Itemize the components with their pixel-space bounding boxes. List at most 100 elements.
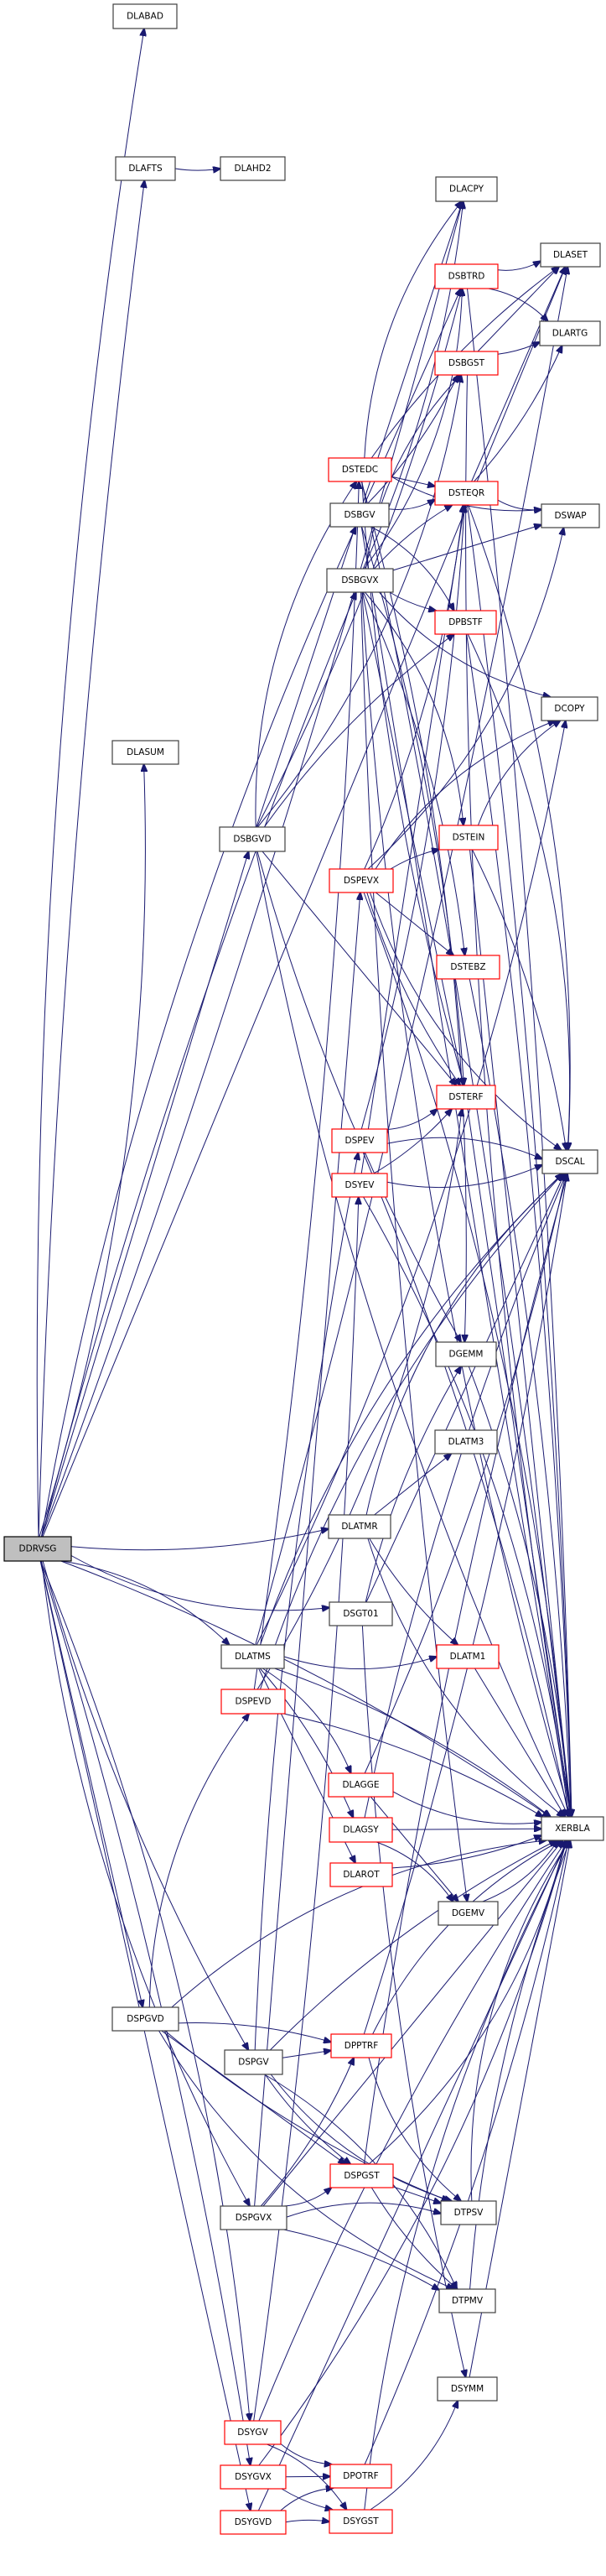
node-box-dsyev[interactable] xyxy=(331,1173,388,1198)
node-box-dgemm[interactable] xyxy=(435,1341,497,1367)
node-dswap[interactable]: DSWAP xyxy=(541,503,600,528)
node-xerbla[interactable]: XERBLA xyxy=(541,1816,604,1841)
node-dlarot[interactable]: DLAROT xyxy=(329,1862,393,1887)
node-box-dspgvx[interactable] xyxy=(220,2205,287,2230)
node-box-dlabad[interactable] xyxy=(112,3,178,29)
node-box-dspgst[interactable] xyxy=(329,2163,394,2188)
node-box-dlasum[interactable] xyxy=(111,740,179,765)
node-box-dscal[interactable] xyxy=(541,1149,598,1174)
node-dlagge[interactable]: DLAGGE xyxy=(328,1772,394,1798)
node-box-dlatmr[interactable] xyxy=(328,1514,391,1539)
node-box-dsteqr[interactable] xyxy=(434,481,499,506)
node-dsterf[interactable]: DSTERF xyxy=(436,1085,496,1110)
node-box-dlagge[interactable] xyxy=(328,1772,394,1798)
node-dspgvx[interactable]: DSPGVX xyxy=(220,2205,287,2230)
node-box-dstedc[interactable] xyxy=(328,457,392,482)
node-box-dlacpy[interactable] xyxy=(435,176,498,202)
node-dlabad[interactable]: DLABAD xyxy=(112,3,178,29)
node-dlasum[interactable]: DLASUM xyxy=(111,740,179,765)
node-box-dspevd[interactable] xyxy=(220,1689,286,1715)
node-box-dsygst[interactable] xyxy=(329,2509,393,2534)
node-box-dlatm3[interactable] xyxy=(434,1429,498,1455)
node-dsbgv[interactable]: DSBGV xyxy=(329,502,390,528)
node-box-dsygv[interactable] xyxy=(224,2420,282,2445)
node-box-dspevx[interactable] xyxy=(329,868,394,893)
node-box-dsygvd[interactable] xyxy=(220,2510,287,2535)
node-dsymm[interactable]: DSYMM xyxy=(437,2376,498,2402)
node-box-dlafts[interactable] xyxy=(115,156,176,181)
node-box-dlagsy[interactable] xyxy=(329,1817,393,1843)
node-ddrvsg[interactable]: DDRVSG xyxy=(3,1536,72,1562)
node-dsygvd[interactable]: DSYGVD xyxy=(220,2510,287,2535)
node-box-dspgvd[interactable] xyxy=(111,2006,179,2032)
node-dsbgvd[interactable]: DSBGVD xyxy=(219,826,286,852)
node-dlagsy[interactable]: DLAGSY xyxy=(329,1817,393,1843)
node-dsygst[interactable]: DSYGST xyxy=(329,2509,393,2534)
node-box-dsbgst[interactable] xyxy=(434,351,499,376)
node-dspev[interactable]: DSPEV xyxy=(331,1128,388,1153)
node-box-dsterf[interactable] xyxy=(436,1085,496,1110)
node-dsygvx[interactable]: DSYGVX xyxy=(220,2464,287,2490)
node-box-dlatm1[interactable] xyxy=(436,1644,500,1669)
node-box-dspev[interactable] xyxy=(331,1128,388,1153)
node-dlatmr[interactable]: DLATMR xyxy=(328,1514,391,1539)
node-box-dsygvx[interactable] xyxy=(220,2464,287,2490)
node-box-dsbtrd[interactable] xyxy=(434,263,499,289)
node-dstedc[interactable]: DSTEDC xyxy=(328,457,392,482)
node-dlatm3[interactable]: DLATM3 xyxy=(434,1429,498,1455)
node-dspgv[interactable]: DSPGV xyxy=(224,2049,283,2075)
node-dpbstf[interactable]: DPBSTF xyxy=(434,610,497,635)
node-dlacpy[interactable]: DLACPY xyxy=(435,176,498,202)
node-dgemv[interactable]: DGEMV xyxy=(438,1901,499,1926)
node-dstebz[interactable]: DSTEBZ xyxy=(436,955,500,980)
node-box-dswap[interactable] xyxy=(541,503,600,528)
node-box-dlatms[interactable] xyxy=(220,1644,285,1669)
node-dsbtrd[interactable]: DSBTRD xyxy=(434,263,499,289)
node-dtpmv[interactable]: DTPMV xyxy=(438,2288,496,2313)
node-dlaset[interactable]: DLASET xyxy=(540,242,601,268)
node-dlartg[interactable]: DLARTG xyxy=(539,320,601,346)
node-box-dpptrf[interactable] xyxy=(330,2033,392,2058)
node-box-dpotrf[interactable] xyxy=(329,2464,392,2489)
node-box-dsbgv[interactable] xyxy=(329,502,390,528)
node-box-dsbgvx[interactable] xyxy=(326,568,394,593)
node-box-dspgv[interactable] xyxy=(224,2049,283,2075)
node-box-dlarot[interactable] xyxy=(329,1862,393,1887)
node-dgemm[interactable]: DGEMM xyxy=(435,1341,497,1367)
node-dlatms[interactable]: DLATMS xyxy=(220,1644,285,1669)
node-box-dlartg[interactable] xyxy=(539,320,601,346)
node-dspevd[interactable]: DSPEVD xyxy=(220,1689,286,1715)
node-dsygv[interactable]: DSYGV xyxy=(224,2420,282,2445)
node-dpotrf[interactable]: DPOTRF xyxy=(329,2464,392,2489)
node-box-dlahd2[interactable] xyxy=(220,156,286,181)
node-dsbgst[interactable]: DSBGST xyxy=(434,351,499,376)
node-box-xerbla[interactable] xyxy=(541,1816,604,1841)
node-box-ddrvsg[interactable] xyxy=(3,1536,72,1562)
node-dsbgvx[interactable]: DSBGVX xyxy=(326,568,394,593)
node-dtpsv[interactable]: DTPSV xyxy=(440,2200,497,2225)
node-box-dsgt01[interactable] xyxy=(329,1601,393,1626)
node-dspgvd[interactable]: DSPGVD xyxy=(111,2006,179,2032)
node-box-dlaset[interactable] xyxy=(540,242,601,268)
node-box-dstein[interactable] xyxy=(438,825,499,851)
node-box-dtpmv[interactable] xyxy=(438,2288,496,2313)
node-box-dgemv[interactable] xyxy=(438,1901,499,1926)
node-dspevx[interactable]: DSPEVX xyxy=(329,868,394,893)
node-dstein[interactable]: DSTEIN xyxy=(438,825,499,851)
node-dsgt01[interactable]: DSGT01 xyxy=(329,1601,393,1626)
node-box-dstebz[interactable] xyxy=(436,955,500,980)
node-box-dtpsv[interactable] xyxy=(440,2200,497,2225)
node-dsyev[interactable]: DSYEV xyxy=(331,1173,388,1198)
node-dlafts[interactable]: DLAFTS xyxy=(115,156,176,181)
node-box-dpbstf[interactable] xyxy=(434,610,497,635)
node-dpptrf[interactable]: DPPTRF xyxy=(330,2033,392,2058)
node-box-dsymm[interactable] xyxy=(437,2376,498,2402)
node-dcopy[interactable]: DCOPY xyxy=(541,696,598,721)
node-dspgst[interactable]: DSPGST xyxy=(329,2163,394,2188)
node-dlatm1[interactable]: DLATM1 xyxy=(436,1644,500,1669)
node-box-dsbgvd[interactable] xyxy=(219,826,286,852)
node-dsteqr[interactable]: DSTEQR xyxy=(434,481,499,506)
node-dscal[interactable]: DSCAL xyxy=(541,1149,598,1174)
node-dlahd2[interactable]: DLAHD2 xyxy=(220,156,286,181)
node-box-dcopy[interactable] xyxy=(541,696,598,721)
